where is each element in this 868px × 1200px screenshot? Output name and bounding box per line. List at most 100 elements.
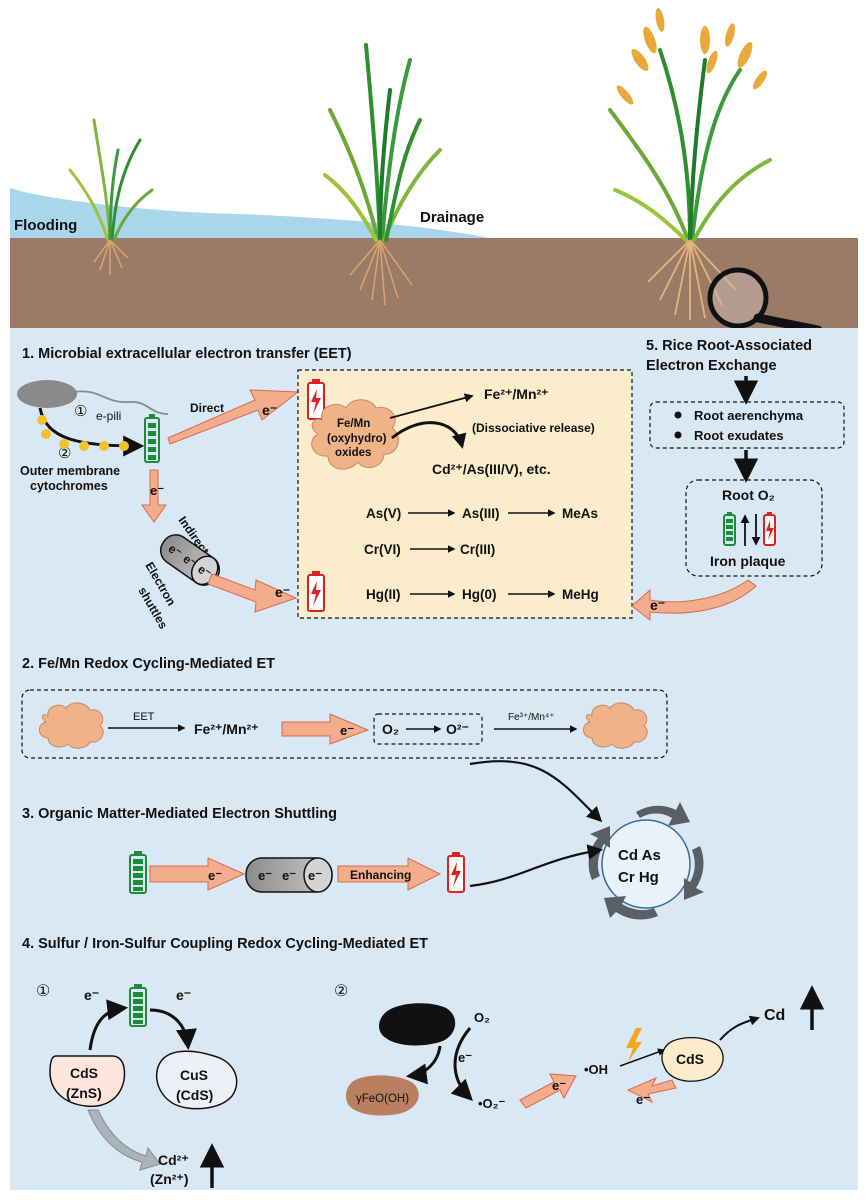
right-electron-2: e⁻ [552,1078,566,1093]
section-3-title: 3. Organic Matter-Mediated Electron Shut… [22,806,337,822]
svg-text:e⁻: e⁻ [258,868,272,883]
zns-label: (ZnS) [66,1085,102,1101]
right-electron-arrow-1 [519,1073,577,1109]
root-electron-arrow [631,579,757,622]
cds-right-shape [661,1037,724,1082]
fe-mn-2: Fe²⁺/Mn²⁺ [194,721,259,737]
o2-minus-label: O²⁻ [446,721,469,737]
oxide-cloud-right [583,702,648,749]
section-2-electron-arrow [281,713,370,745]
cr-iii: Cr(III) [460,542,495,557]
electron-shuttle-capsule: e⁻ e⁻ e⁻ [159,534,221,586]
section-4-circle-1: ① [36,983,50,1000]
o2-box [373,713,483,745]
cd2-label: Cd²⁺ [158,1152,189,1168]
release-curve [391,421,467,449]
cds-shape [49,1055,126,1108]
cloud-label-3: oxides [335,447,371,459]
section-5: 5. Rice Root-Associated Electron Exchang… [631,338,845,622]
root-electron: e⁻ [650,597,665,613]
cr-vi: Cr(VI) [364,542,401,557]
left-electron-1: e⁻ [84,987,99,1003]
battery-charged-icon-3 [129,851,147,894]
section-4: 4. Sulfur / Iron-Sulfur Coupling Redox C… [22,936,825,1188]
cus-label: CuS [180,1067,208,1083]
fe-mn-release: Fe²⁺/Mn²⁺ [484,386,549,402]
zn2-label: (Zn²⁺) [150,1171,188,1187]
section-2-electron: e⁻ [340,723,354,738]
dissociative-label: (Dissociative release) [472,421,595,435]
omc-label-2: cytochromes [30,479,108,493]
cycle-arrows [588,802,704,920]
cd-label: Cd [764,1007,785,1024]
section-4-title: 4. Sulfur / Iron-Sulfur Coupling Redox C… [22,936,428,952]
flooding-label: Flooding [14,217,77,234]
me-as: MeAs [562,506,598,521]
e-pili [73,390,169,415]
bullet-aerenchyma: Root aerenchyma [694,408,804,423]
svg-text:e⁻: e⁻ [282,868,296,883]
feooh-label: γFeO(OH) [356,1093,409,1105]
metals-line-2: Cr Hg [618,869,659,886]
right-electron-3: e⁻ [636,1092,650,1107]
as-v: As(V) [366,506,401,521]
indirect-electron: e⁻ [150,483,164,498]
battery-charged-icon [144,414,160,463]
bullet-exudates: Root exudates [694,428,784,443]
root-o2-box [685,479,823,577]
drainage-label: Drainage [420,209,484,226]
root-factors-box [649,401,845,449]
oxide-cloud-left [39,702,104,749]
direct-electron: e⁻ [262,402,277,418]
direct-label: Direct [190,401,224,415]
indirect-down-arrow [141,469,167,523]
cloud-label-2: (oxyhydro) [327,433,387,445]
fes-label: FeS [402,1017,430,1034]
section-1-title: 1. Microbial extracellular electron tran… [22,346,352,362]
e-pili-label: e-pili [96,409,121,423]
lightning-icon [626,1028,642,1062]
section-2-box [21,689,668,759]
feooh-shape [345,1075,419,1116]
enhancing-arrow [337,857,442,891]
hg-0: Hg(0) [462,587,497,602]
superoxide-label: •O₂⁻ [478,1096,505,1111]
o2-right-label: O₂ [474,1010,490,1025]
right-electron-arrow-2 [626,1077,677,1104]
battery-discharged-icon-4 [447,852,465,893]
fe-mn-oxide-cloud [311,399,399,470]
bacterium [17,380,77,408]
hg-ii: Hg(II) [366,587,401,602]
section-2: 2. Fe/Mn Redox Cycling-Mediated ET EET F… [21,656,668,759]
metals-line-1: Cd As [618,847,661,864]
rice-tiller [323,43,442,306]
section-5-title-2: Electron Exchange [646,358,777,374]
svg-text:e⁻: e⁻ [308,868,322,883]
section-4-circle-2: ② [334,983,348,1000]
direct-arrow [167,389,300,445]
battery-charged-icon-4 [129,984,147,1027]
circle-2-label: ② [58,445,71,462]
rice-mature [608,8,772,320]
cloud-label-1: Fe/Mn [337,418,370,430]
oh-label: •OH [584,1062,608,1077]
section-5-title-1: 5. Rice Root-Associated [646,338,812,354]
right-electron-1: e⁻ [458,1050,472,1065]
eet-label: EET [133,711,155,723]
battery-charged-icon-2 [723,512,736,546]
landscape: Flooding Drainage [10,8,858,335]
cds-right-label: CdS [676,1051,704,1067]
left-electron-2: e⁻ [176,987,191,1003]
omc-label-1: Outer membrane [20,464,120,478]
indirect-electron-2: e⁻ [275,584,290,600]
cds-paren-label: (CdS) [176,1087,213,1103]
fe3-mn4-label: Fe³⁺/Mn⁴⁺ [508,712,555,723]
outer-membrane-cytochromes [37,415,129,451]
as-iii: As(III) [462,506,500,521]
enhancing-label: Enhancing [350,868,411,882]
root-o2-label: Root O₂ [722,487,775,503]
metal-cycle: Cd As Cr Hg [469,760,704,920]
cds-label: CdS [70,1065,98,1081]
